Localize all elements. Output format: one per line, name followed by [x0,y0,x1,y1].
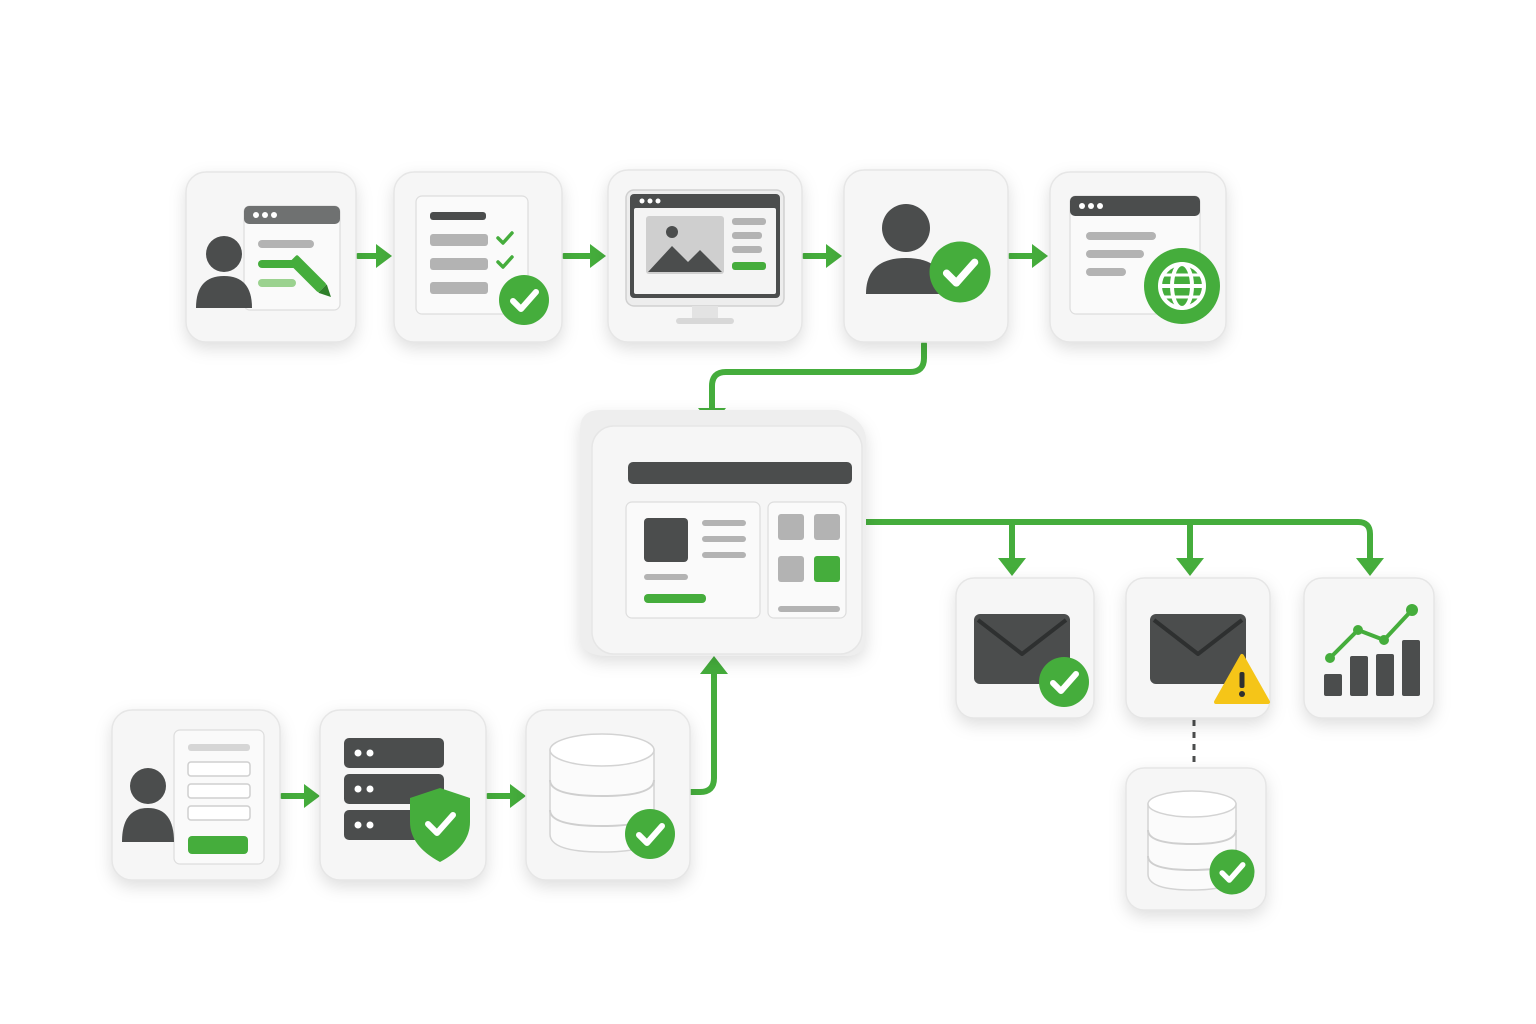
arrow-b1-b2 [279,784,320,808]
user-icon [196,236,252,308]
arrow-2-3 [561,244,606,268]
check-badge-icon [1039,657,1089,707]
user-icon [866,204,946,294]
tile-database-verified[interactable] [525,709,691,881]
image-icon [646,216,724,274]
dashboard-icon [625,462,852,619]
tile-email-sent[interactable] [955,577,1095,719]
arrow-1-2 [355,244,392,268]
connectors [279,244,1384,808]
arrow-hub-to-outputs [863,519,1384,576]
tile-user-registration[interactable] [111,709,281,881]
bar-chart-icon [1324,640,1420,696]
tile-user-edit-form[interactable] [185,171,357,343]
check-badge-icon [930,242,991,303]
tile-dashboard-hub[interactable] [580,410,866,656]
envelope-icon [1150,614,1246,684]
tile-monitor-content[interactable] [607,169,803,343]
arrow-3-4 [801,244,842,268]
globe-icon [1144,248,1220,324]
check-badge-icon [499,275,549,325]
checklist-icon [415,195,529,315]
form-icon [173,729,265,865]
arrow-4-5 [1007,244,1048,268]
user-icon [122,768,174,842]
check-badge-icon [1210,850,1255,895]
arrow-b2-b3 [485,784,526,808]
trend-line-icon [1325,604,1418,663]
tile-analytics[interactable] [1303,577,1435,719]
warning-icon [1214,654,1270,704]
tile-web-publish[interactable] [1049,171,1227,343]
tile-checklist-approved[interactable] [393,171,563,343]
check-badge-icon [625,809,675,859]
arrow-db-to-hub [687,656,728,795]
tile-user-verified[interactable] [843,169,1009,343]
tile-secure-server[interactable] [319,709,487,881]
shield-check-icon [410,788,470,862]
pencil-icon [289,255,331,297]
tile-email-warning[interactable] [1125,577,1271,719]
tile-database-backup[interactable] [1125,767,1267,911]
